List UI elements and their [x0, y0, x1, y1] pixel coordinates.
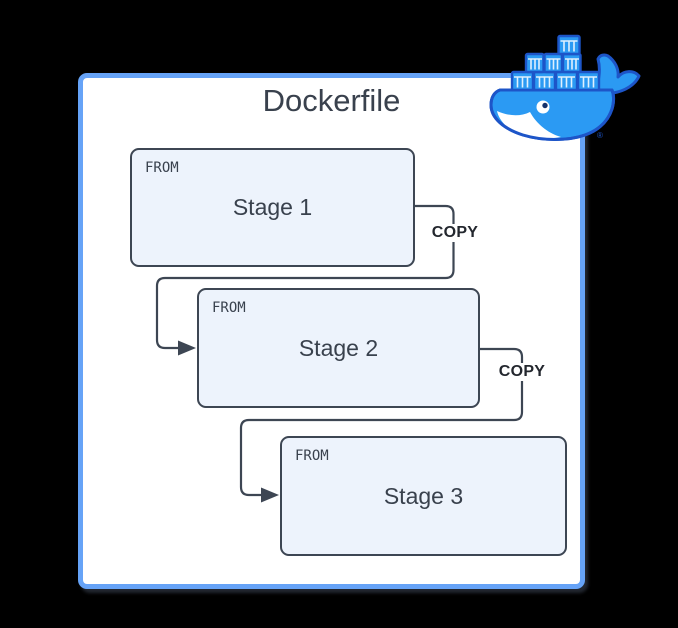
whale-pupil	[542, 102, 548, 109]
stage-1-box: FROM Stage 1	[130, 148, 415, 267]
docker-whale-icon: ®	[489, 34, 641, 141]
container-stack	[510, 34, 601, 92]
copy-edge-label: COPY	[496, 363, 548, 381]
whale-belly	[497, 111, 561, 139]
from-keyword: FROM	[145, 160, 179, 176]
stage-2-box: FROM Stage 2	[197, 288, 480, 408]
diagram-title: Dockerfile	[262, 83, 401, 118]
from-keyword: FROM	[295, 448, 329, 464]
whale-outline	[489, 88, 615, 141]
stage-label: Stage 1	[232, 194, 313, 220]
container-slats	[514, 40, 597, 88]
whale-body	[489, 88, 615, 141]
from-keyword: FROM	[212, 300, 246, 316]
registered-trademark: ®	[597, 131, 603, 140]
stage-label: Stage 3	[383, 482, 464, 509]
stage-label: Stage 2	[298, 334, 379, 361]
copy-edge-label: COPY	[429, 224, 481, 242]
whale-tail	[592, 53, 641, 95]
stage-3-box: FROM Stage 3	[280, 436, 567, 556]
